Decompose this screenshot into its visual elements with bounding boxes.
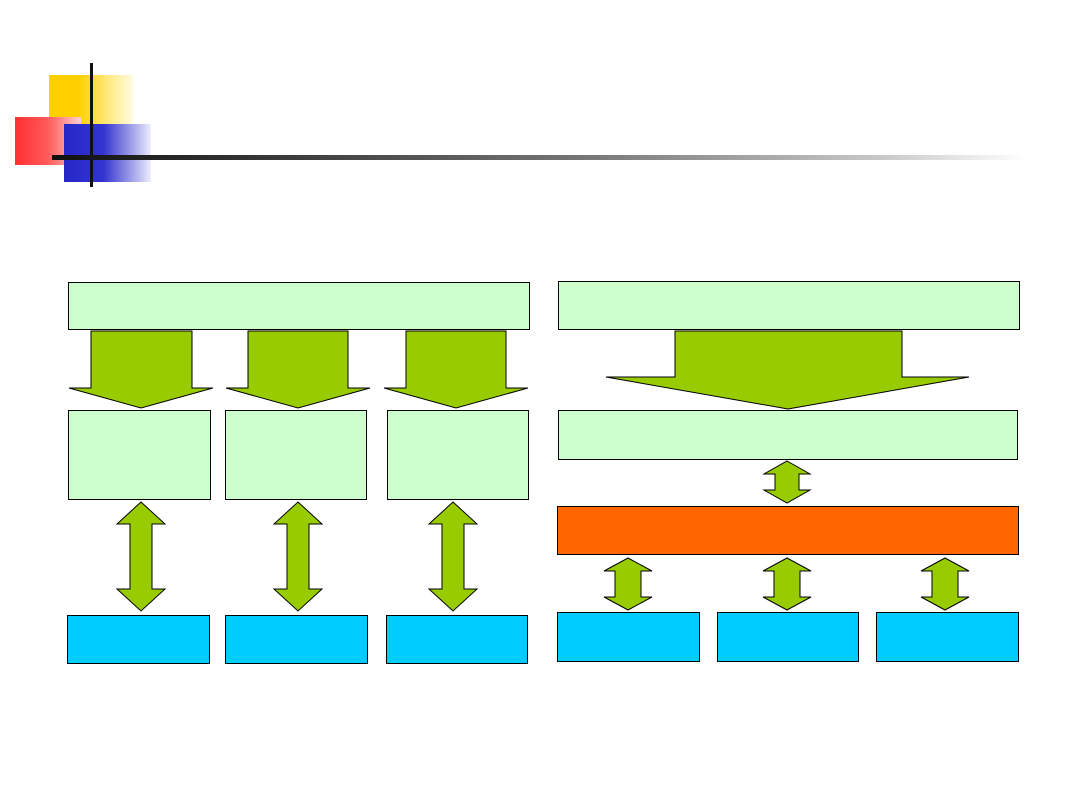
block-down-arrow-icon xyxy=(68,330,214,409)
block-down-arrow-icon xyxy=(605,330,970,410)
vertical-double-arrow-icon xyxy=(272,501,324,612)
left-bottom-box-2 xyxy=(225,615,368,664)
vertical-double-arrow-icon xyxy=(762,557,812,611)
right-bottom-box-1 xyxy=(557,612,700,662)
right-middle-box xyxy=(558,410,1018,460)
right-bottom-box-2 xyxy=(717,612,859,662)
block-down-arrow-icon xyxy=(383,330,529,409)
vertical-double-arrow-icon xyxy=(115,501,167,612)
block-down-arrow-icon xyxy=(225,330,371,409)
logo-vertical-line xyxy=(90,63,93,187)
right-hub-box xyxy=(557,506,1019,555)
left-middle-box-1 xyxy=(68,410,211,500)
vertical-double-arrow-icon xyxy=(427,501,479,612)
vertical-double-arrow-icon xyxy=(603,557,653,611)
left-top-box xyxy=(68,282,530,330)
title-underline xyxy=(52,155,1027,160)
logo-square-blue xyxy=(64,124,151,182)
left-middle-box-3 xyxy=(387,410,529,500)
right-bottom-box-3 xyxy=(876,612,1019,662)
vertical-double-arrow-icon xyxy=(762,460,812,504)
left-bottom-box-3 xyxy=(386,615,528,664)
left-bottom-box-1 xyxy=(67,615,210,664)
left-middle-box-2 xyxy=(225,410,367,500)
vertical-double-arrow-icon xyxy=(920,557,970,611)
right-top-box xyxy=(558,281,1020,330)
